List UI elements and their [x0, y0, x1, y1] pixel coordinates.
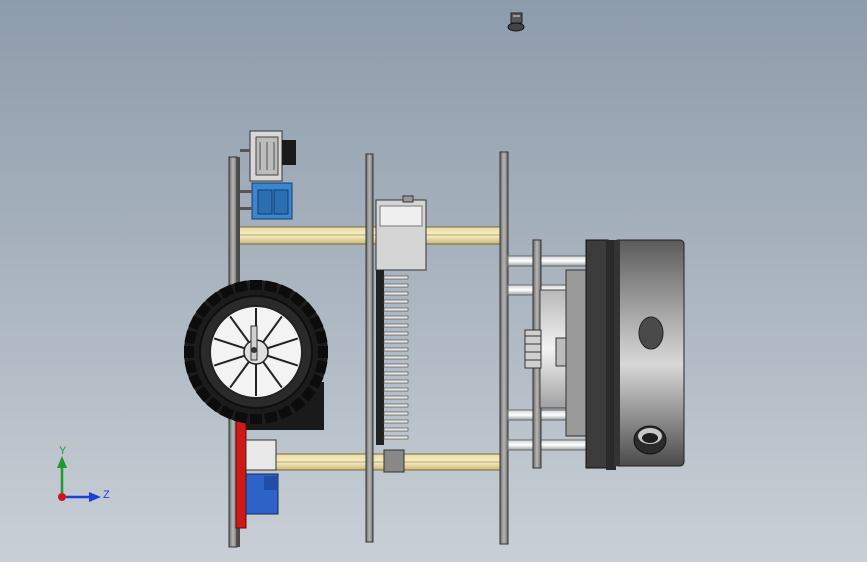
tire-tread [206, 396, 223, 413]
tire-tread [315, 359, 328, 374]
heatsink-fin [383, 379, 409, 384]
heatsink[interactable] [375, 195, 427, 473]
tire-tread [188, 373, 203, 389]
heatsink-fin [383, 307, 409, 312]
heatsink-fin [383, 403, 409, 408]
top-screw[interactable] [507, 12, 525, 32]
tire-tread [309, 315, 324, 331]
heatsink-fin [383, 275, 409, 280]
z-axis-arrow [89, 492, 101, 502]
lidar-drum[interactable] [585, 239, 685, 470]
tire-tread [184, 330, 197, 345]
heatsink-fin [383, 435, 409, 440]
heatsink-fin [383, 347, 409, 352]
heatsink-fin [383, 323, 409, 328]
tire-tread [206, 291, 223, 308]
heatsink-fin [383, 315, 409, 320]
tire-tread [318, 346, 328, 358]
heatsink-fin [383, 299, 409, 304]
heatsink-fin [383, 331, 409, 336]
tire-tread [263, 280, 278, 293]
tire-tread [219, 405, 235, 420]
heatsink-fin [383, 283, 409, 288]
tire-tread [195, 385, 212, 402]
wheel[interactable] [184, 280, 328, 424]
triad-origin [58, 493, 66, 501]
tire-tread [300, 385, 317, 402]
heatsink-fin [383, 387, 409, 392]
heatsink-fin [383, 291, 409, 296]
usb-board[interactable] [240, 130, 296, 182]
tire-tread [289, 291, 306, 308]
tire-tread [188, 315, 203, 331]
tire-tread [300, 302, 317, 319]
terminal-block[interactable] [240, 182, 293, 220]
middle-plate[interactable] [365, 153, 374, 543]
tire-tread [184, 359, 197, 374]
tire-tread [250, 414, 262, 424]
tire-tread [234, 280, 249, 293]
tire-tread [309, 373, 324, 389]
heatsink-fin [383, 419, 409, 424]
tire-tread [277, 284, 293, 299]
tire-tread [250, 280, 262, 290]
y-axis-label: Y [59, 445, 67, 457]
hub-motor[interactable] [524, 269, 589, 437]
heatsink-fin [383, 411, 409, 416]
y-axis-arrow [57, 456, 67, 468]
heatsink-fin [383, 427, 409, 432]
tire-tread [315, 330, 328, 345]
tire-tread [289, 396, 306, 413]
tire-tread [234, 411, 249, 424]
tire-tread [263, 411, 278, 424]
tire-tread [184, 346, 194, 358]
heatsink-fin [383, 395, 409, 400]
heatsink-fin [383, 371, 409, 376]
heatsink-fin [383, 363, 409, 368]
heatsink-fin [383, 339, 409, 344]
tire-tread [195, 302, 212, 319]
z-axis-label: Z [103, 489, 110, 501]
heatsink-fin [383, 355, 409, 360]
tire-tread [277, 405, 293, 420]
tire-tread [219, 284, 235, 299]
right-plate[interactable] [499, 151, 509, 545]
coordinate-triad: Y Z [57, 445, 110, 502]
